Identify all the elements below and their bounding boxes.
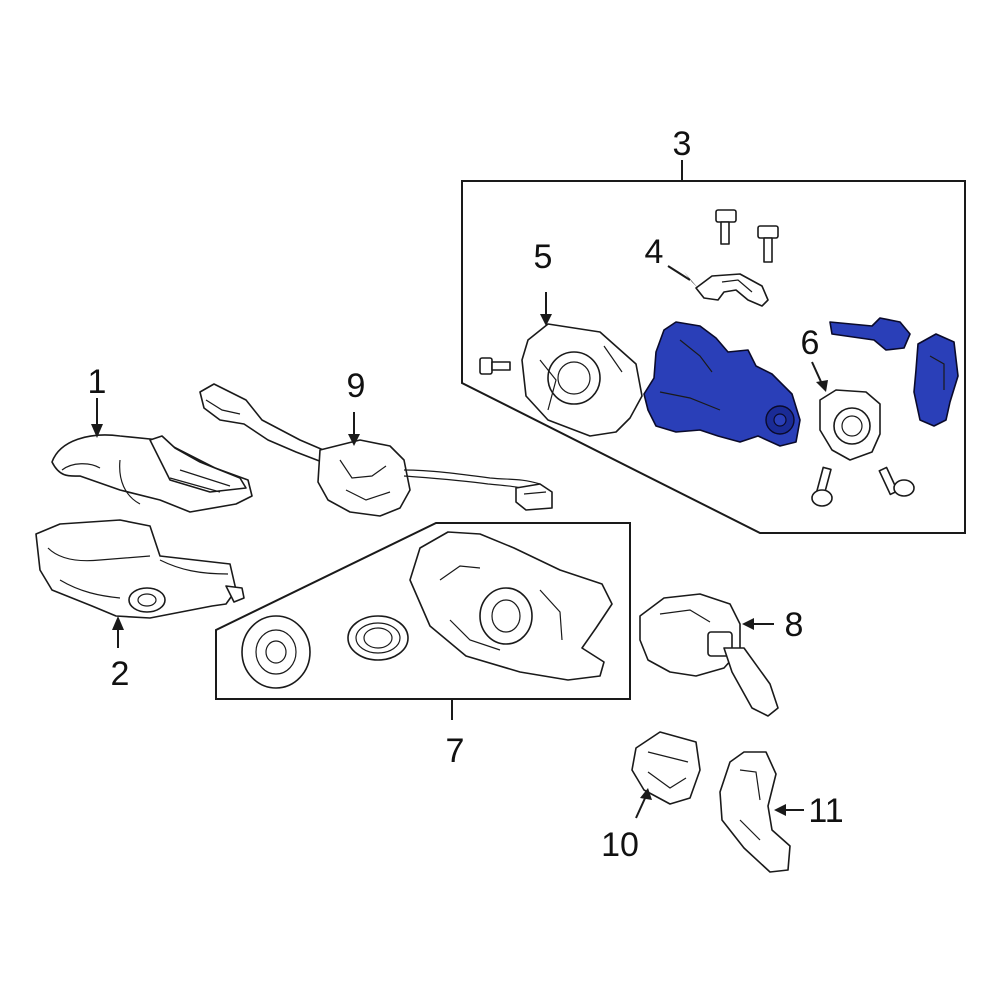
group-box-3 (461, 180, 966, 534)
lower-column-cover[interactable] (35, 519, 245, 619)
combination-switch-assembly[interactable] (199, 383, 553, 517)
callout-11: 11 (808, 792, 843, 830)
group-box-7 (215, 522, 631, 700)
callout-4: 4 (645, 233, 664, 271)
spring-coil[interactable] (347, 615, 409, 661)
combo-switch-housing[interactable] (409, 531, 613, 681)
steering-lock-highlighted[interactable] (643, 317, 959, 447)
callout-9: 9 (347, 367, 366, 405)
bolt-bottom-right (878, 466, 915, 497)
callout-arrows (91, 265, 828, 819)
mounting-bracket[interactable] (719, 751, 791, 873)
callout-3: 3 (673, 125, 692, 163)
lock-bracket[interactable] (695, 273, 769, 307)
multifunction-switch[interactable] (639, 593, 779, 717)
callout-2: 2 (111, 655, 130, 693)
callout-10: 10 (601, 826, 639, 864)
ignition-key (829, 317, 911, 351)
lock-housing[interactable] (521, 323, 643, 437)
callout-7: 7 (446, 732, 465, 770)
callout-5: 5 (534, 238, 553, 276)
steering-lock-body (643, 321, 801, 447)
bolt-top-left (715, 209, 737, 245)
bolt-bottom-left (811, 466, 833, 507)
contact-ring[interactable] (241, 615, 311, 689)
control-module[interactable] (631, 731, 701, 805)
upper-column-cover[interactable] (51, 434, 253, 513)
callout-6: 6 (801, 324, 820, 362)
bolt-top-right (757, 225, 779, 263)
callout-8: 8 (785, 606, 804, 644)
bolt-left (479, 357, 511, 375)
key-fob (913, 333, 959, 427)
lock-cylinder[interactable] (819, 389, 881, 461)
callout-1: 1 (88, 363, 107, 401)
